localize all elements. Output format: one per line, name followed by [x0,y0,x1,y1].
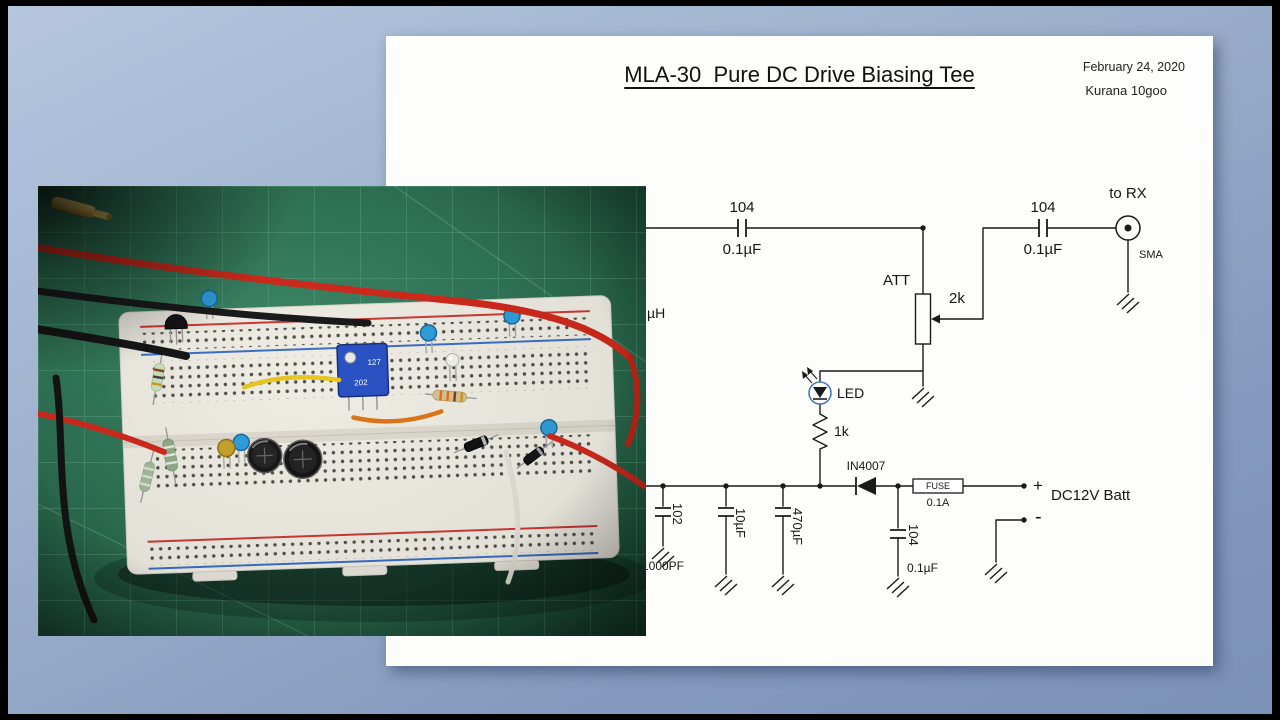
circuit-schematic [640,215,1141,598]
bypass-cap1-code: 102 [670,503,685,525]
page-title: MLA-30 Pure DC Drive Biasing Tee [386,62,1213,88]
resistor-symbol [812,413,828,450]
title-text: MLA-30 Pure DC Drive Biasing Tee [624,62,975,87]
battery-plus-sign: + [1033,476,1043,495]
input-cap-value: 0.1µF [722,241,762,258]
diode-label: IN4007 [846,459,886,473]
decoupling-cap-code: 104 [906,524,921,546]
breadboard-photo-image: 127 202 [38,186,646,636]
led-label: LED [837,385,865,401]
photo-corner-shadow [38,186,646,636]
input-cap-code: 104 [729,199,755,216]
capacitor-symbols [655,219,1048,539]
attenuator-potentiometer-symbol [914,293,940,345]
led-resistor-value: 1k [834,423,849,439]
fuse-symbol [912,478,964,494]
inductor-label: µH [647,305,666,321]
output-cap-code: 104 [1030,199,1056,216]
sma-label: SMA [1139,249,1163,261]
led-symbol [802,367,832,405]
to-rx-label: to RX [1109,185,1147,202]
bypass-cap3-value: 470µF [790,508,805,546]
fuse-rating: 0.1A [926,497,950,509]
output-cap-value: 0.1µF [1023,241,1063,258]
fuse-label: FUSE [925,481,950,491]
battery-label: DC12V Batt [1051,487,1131,504]
junction-dots [660,225,1027,523]
attenuator-value: 2k [949,290,965,307]
sma-connector-symbol [1115,215,1141,241]
battery-minus-sign: - [1035,506,1042,528]
diode-symbol [855,477,876,495]
breadboard-photo: 127 202 [38,186,646,636]
attenuator-label: ATT [883,272,911,289]
bypass-cap1-value: 1000PF [641,559,685,573]
bypass-cap2-value: 10µF [733,508,748,538]
schematic-wires [640,227,1129,577]
date-text: February 24, 2020 [1082,60,1185,74]
slide-background: MLA-30 Pure DC Drive Biasing Tee Februar… [8,6,1272,714]
author-text: Kurana 10goo [1085,83,1167,98]
ground-symbols [651,293,1140,598]
decoupling-cap-value: 0.1µF [907,561,938,575]
